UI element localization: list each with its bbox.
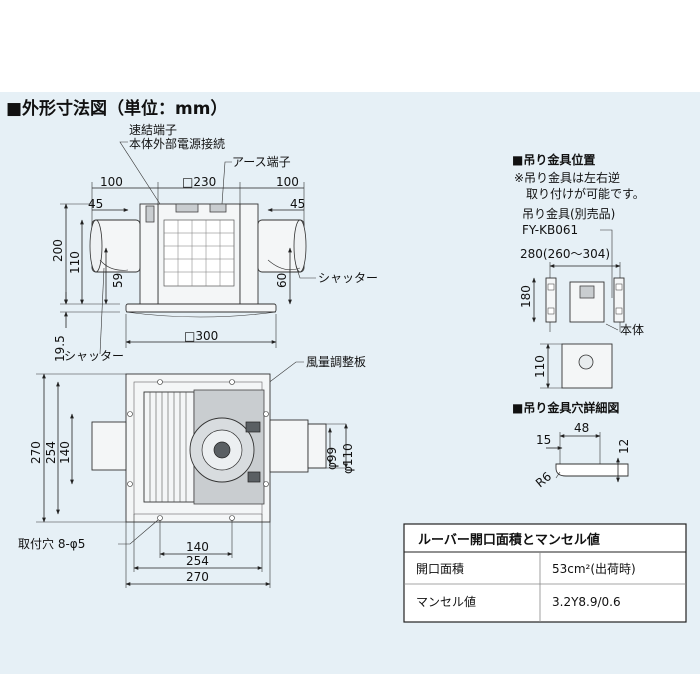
hanger-part-label: 吊り金具(別売品) bbox=[522, 206, 615, 221]
callout-earth-terminal: アース端子 bbox=[232, 155, 291, 169]
hanger-position-view: ■吊り金具位置 ※吊り金具は左右逆 取り付けが可能です。 吊り金具(別売品) F… bbox=[512, 152, 645, 389]
plan-view: 風量調整板 bbox=[18, 354, 366, 588]
main-title: ■外形寸法図（単位：mm） bbox=[6, 98, 228, 119]
label-shutter-right: シャッター bbox=[318, 271, 378, 285]
dim-110: 110 bbox=[68, 251, 82, 274]
hanger-note-line1: ※吊り金具は左右逆 bbox=[514, 170, 620, 185]
dim-phi-99: φ99 bbox=[325, 447, 339, 470]
dim-270-horizontal: 270 bbox=[186, 570, 209, 584]
dim-270-vertical: 270 bbox=[29, 441, 43, 464]
front-view: 速結端子 本体外部電源接続 アース端子 100 □230 100 45 45 bbox=[51, 123, 378, 363]
louver-plate bbox=[125, 303, 277, 313]
label-shutter-left: シャッター bbox=[64, 349, 124, 363]
dim-right-45: 45 bbox=[290, 197, 305, 211]
louver-table-title: ルーバー開口面積とマンセル値 bbox=[418, 532, 600, 548]
hanger-bracket-right bbox=[613, 277, 625, 323]
plan-left-duct bbox=[91, 421, 127, 471]
dim-left-45: 45 bbox=[88, 197, 103, 211]
dim-48: 48 bbox=[574, 421, 589, 435]
dim-280: 280(260～304) bbox=[520, 247, 610, 261]
dim-254-vertical: 254 bbox=[44, 441, 58, 464]
dim-top-230: □230 bbox=[182, 175, 216, 189]
dim-12: 12 bbox=[617, 439, 631, 454]
hanger-position-title: ■吊り金具位置 bbox=[512, 152, 595, 167]
dim-60: 60 bbox=[275, 273, 289, 288]
louver-row-value: 53cm²(出荷時) bbox=[552, 562, 636, 576]
dim-right-100: 100 bbox=[276, 175, 299, 189]
dim-59: 59 bbox=[111, 273, 125, 288]
louver-row-label: 開口面積 bbox=[416, 561, 464, 576]
callout-terminal-line1: 速結端子 bbox=[129, 123, 177, 137]
dim-180: 180 bbox=[519, 285, 533, 308]
hanger-hole-detail: ■吊り金具穴詳細図 48 15 12 R6 bbox=[512, 400, 631, 490]
dim-r6: R6 bbox=[533, 469, 554, 490]
dim-110-hanger: 110 bbox=[533, 355, 547, 378]
plan-grille bbox=[143, 391, 195, 503]
callout-terminal-line2: 本体外部電源接続 bbox=[129, 136, 225, 151]
louver-table: ルーバー開口面積とマンセル値 開口面積 53cm²(出荷時) マンセル値 3.2… bbox=[403, 523, 687, 623]
terminal-leader bbox=[119, 141, 161, 205]
dim-200: 200 bbox=[51, 239, 65, 262]
dim-140-horizontal: 140 bbox=[186, 540, 209, 554]
dim-left-100: 100 bbox=[100, 175, 123, 189]
dim-140-vertical: 140 bbox=[58, 441, 72, 464]
dim-15: 15 bbox=[536, 433, 551, 447]
dimension-drawing: ■外形寸法図（単位：mm） 速結端子 本体外部電源接続 アース端子 100 □2… bbox=[6, 98, 687, 623]
drawing-sheet: ■外形寸法図（単位：mm） 速結端子 本体外部電源接続 アース端子 100 □2… bbox=[0, 92, 700, 674]
hanger-part-number: FY-KB061 bbox=[522, 223, 578, 237]
hanger-note-line2: 取り付けが可能です。 bbox=[526, 186, 645, 201]
earth-leader bbox=[221, 161, 232, 205]
label-body: 本体 bbox=[620, 323, 644, 337]
louver-row-label: マンセル値 bbox=[416, 594, 476, 609]
dim-phi-110: φ110 bbox=[341, 443, 355, 474]
dim-19-5: 19.5 bbox=[53, 335, 67, 362]
hole-slot bbox=[555, 463, 629, 477]
hole-detail-title: ■吊り金具穴詳細図 bbox=[512, 400, 619, 415]
label-mount-holes: 取付穴 8-φ5 bbox=[18, 536, 85, 551]
hanger-bracket-left bbox=[545, 277, 557, 323]
dim-square-300: □300 bbox=[184, 329, 218, 343]
dim-254-horizontal: 254 bbox=[186, 554, 209, 568]
plan-right-duct bbox=[269, 419, 309, 473]
louver-row-value: 3.2Y8.9/0.6 bbox=[552, 595, 621, 609]
label-damper: 風量調整板 bbox=[306, 354, 366, 369]
